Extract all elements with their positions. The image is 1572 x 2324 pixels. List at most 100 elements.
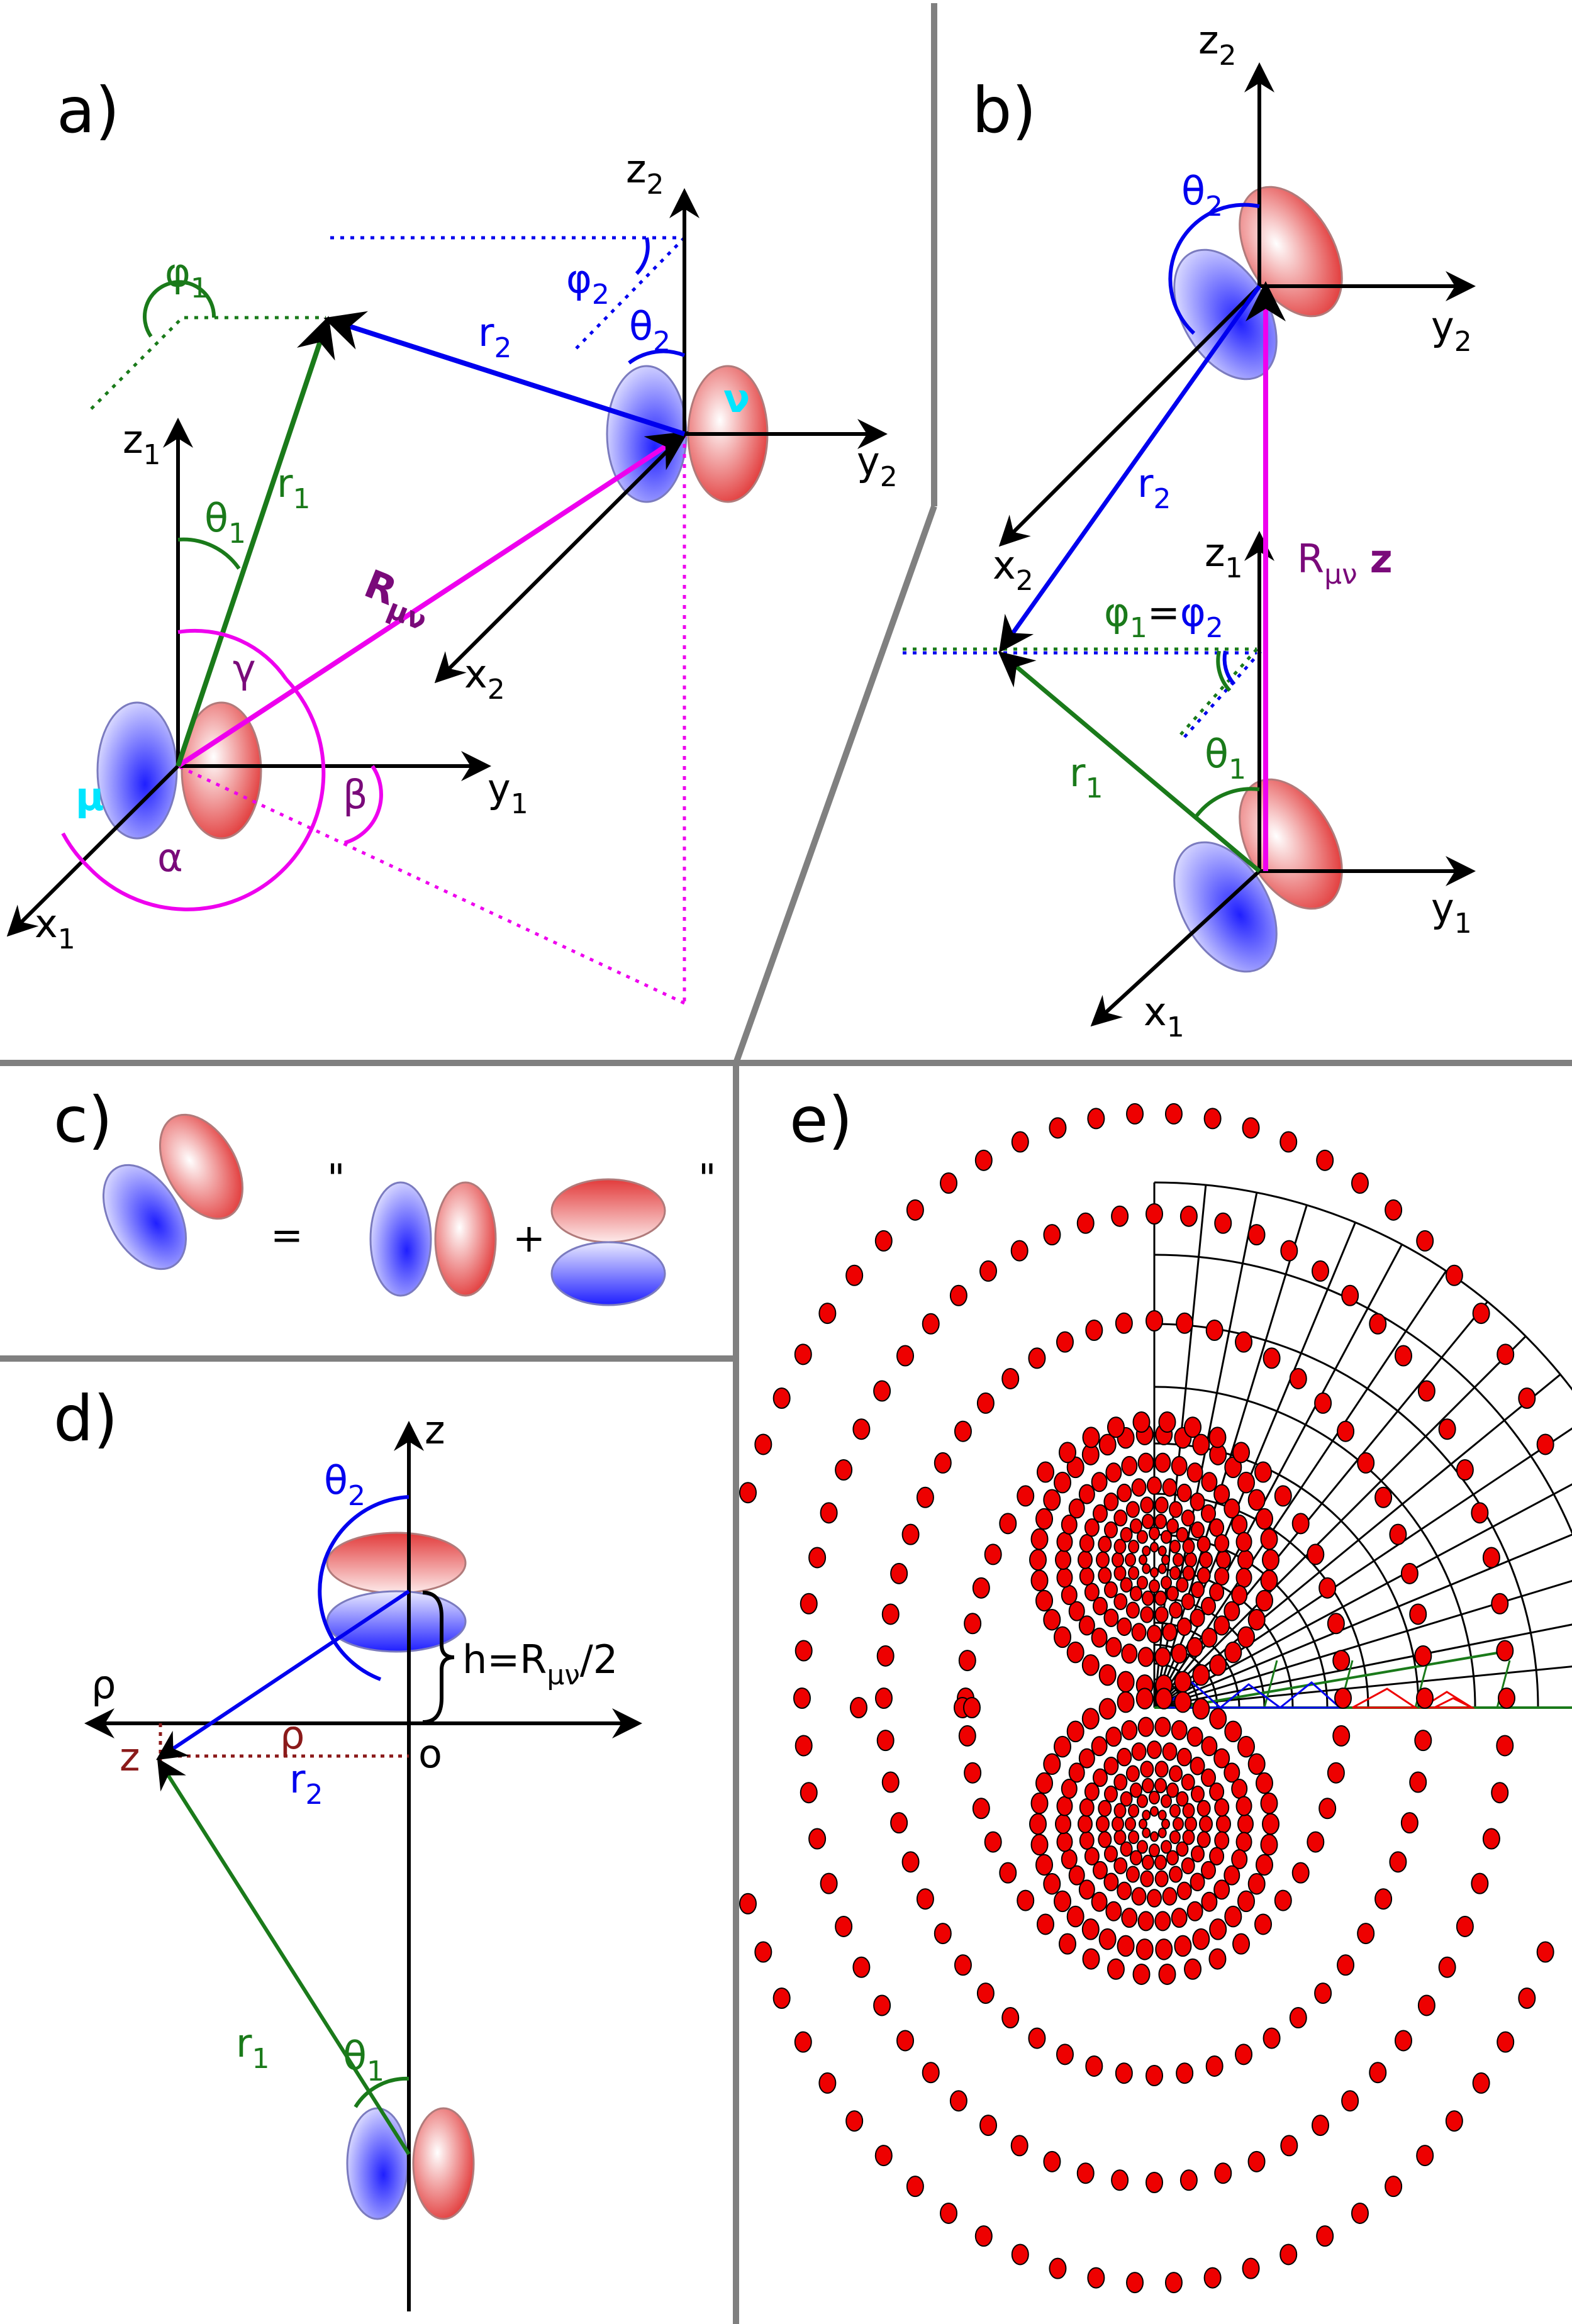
integration-point [1186, 1726, 1203, 1747]
integration-point [1162, 1887, 1178, 1906]
panel-label-e: e) [789, 1083, 853, 1157]
integration-point [1385, 1199, 1403, 1221]
integration-point [1179, 1205, 1198, 1227]
integration-point [1030, 1833, 1049, 1856]
integration-point [835, 1459, 853, 1481]
integration-point [1117, 1747, 1132, 1767]
integration-point [1169, 1865, 1183, 1883]
integration-point [1164, 2272, 1183, 2294]
integration-point [1029, 1548, 1047, 1571]
integration-point [1192, 1664, 1210, 1686]
integration-point [1416, 1230, 1434, 1252]
integration-point [1120, 1526, 1133, 1543]
integration-point [1158, 1411, 1176, 1433]
integration-point [1314, 1392, 1332, 1414]
phi2-arc-b [1222, 650, 1236, 686]
integration-point [1125, 1865, 1140, 1883]
integration-point [1115, 1312, 1133, 1334]
integration-point [1107, 1958, 1125, 1980]
integration-point [1150, 1806, 1159, 1817]
integration-point [1154, 1590, 1168, 1606]
integration-point [1125, 1501, 1140, 1518]
integration-point [852, 1956, 871, 1978]
integration-point [1131, 1623, 1147, 1642]
phi1-projection [90, 316, 326, 410]
integration-point [754, 1433, 772, 1455]
integration-point [984, 1543, 1002, 1565]
integration-point [1120, 1841, 1133, 1857]
integration-point [1043, 2150, 1061, 2172]
panel-label-b: b) [972, 74, 1037, 147]
nu-label: ν [723, 375, 750, 421]
grid-radial-line [1154, 1483, 1572, 1709]
integration-point [1135, 1687, 1154, 1710]
integration-point [1137, 1530, 1148, 1544]
integration-point [1162, 1478, 1178, 1497]
integration-point [1120, 1577, 1133, 1593]
integration-point [1098, 1433, 1117, 1456]
integration-point [1076, 1212, 1095, 1234]
integration-point [1121, 1643, 1138, 1664]
integration-point [901, 1851, 920, 1873]
integration-point [1185, 1816, 1197, 1832]
integration-point [984, 1831, 1002, 1853]
integration-point [1192, 1698, 1210, 1720]
integration-point [1169, 1501, 1183, 1518]
axes-1 [6, 418, 491, 937]
integration-point [1341, 1284, 1359, 1306]
integration-point [1017, 1889, 1035, 1911]
integration-point [1130, 1850, 1142, 1865]
integration-point [1146, 1203, 1163, 1225]
integration-point [1497, 2031, 1515, 2053]
integration-point [1113, 1803, 1127, 1819]
r1-label: r1 [277, 460, 311, 515]
integration-point [820, 1872, 838, 1894]
integration-point [1155, 1687, 1173, 1710]
grid-radial-line [1154, 1665, 1572, 1709]
integration-point [1142, 1827, 1151, 1838]
integration-point [772, 1387, 791, 1409]
integration-point [1130, 1782, 1142, 1798]
integration-point [1224, 1762, 1240, 1783]
integration-point [1173, 1817, 1184, 1831]
integration-point [1098, 1567, 1112, 1584]
integration-point [1311, 2115, 1329, 2137]
integration-point [1201, 1627, 1218, 1648]
integration-point [1231, 1849, 1248, 1869]
integration-point [1472, 2072, 1490, 2094]
integration-point [1104, 1581, 1118, 1599]
integration-point [1161, 1576, 1172, 1590]
integration-point [1140, 1496, 1154, 1514]
integration-point [1011, 2243, 1029, 2266]
integration-point [1085, 2055, 1103, 2077]
integration-point [1054, 1735, 1072, 1758]
phi1-label: φ1 [165, 250, 208, 304]
integration-point [1147, 1625, 1162, 1643]
integration-point [1214, 1831, 1230, 1850]
integration-point [949, 1284, 967, 1306]
integration-point [1001, 1367, 1020, 1389]
integration-point [1142, 1810, 1151, 1821]
integration-point [1171, 1720, 1188, 1740]
integration-point [1091, 1891, 1108, 1912]
integration-point [1146, 1310, 1163, 1332]
integration-point [1030, 1792, 1049, 1815]
integration-point [1161, 1818, 1170, 1830]
axes-2 [434, 188, 888, 684]
integration-point [974, 2225, 993, 2247]
integration-point [1054, 1890, 1072, 1913]
integration-point [1096, 1815, 1110, 1833]
x1-label-b: x1 [1144, 989, 1185, 1043]
integration-point [1149, 1526, 1160, 1540]
integration-point [794, 1640, 813, 1662]
integration-point [1201, 1596, 1217, 1616]
integration-point [1058, 1442, 1076, 1464]
grid-radial-line [1154, 1374, 1561, 1709]
integration-point [1096, 1551, 1110, 1569]
integration-point [1237, 1814, 1254, 1834]
integration-point [1056, 1832, 1073, 1852]
integration-point [1135, 1938, 1154, 1960]
integration-point [1161, 1840, 1172, 1854]
integration-point [1174, 1935, 1192, 1957]
